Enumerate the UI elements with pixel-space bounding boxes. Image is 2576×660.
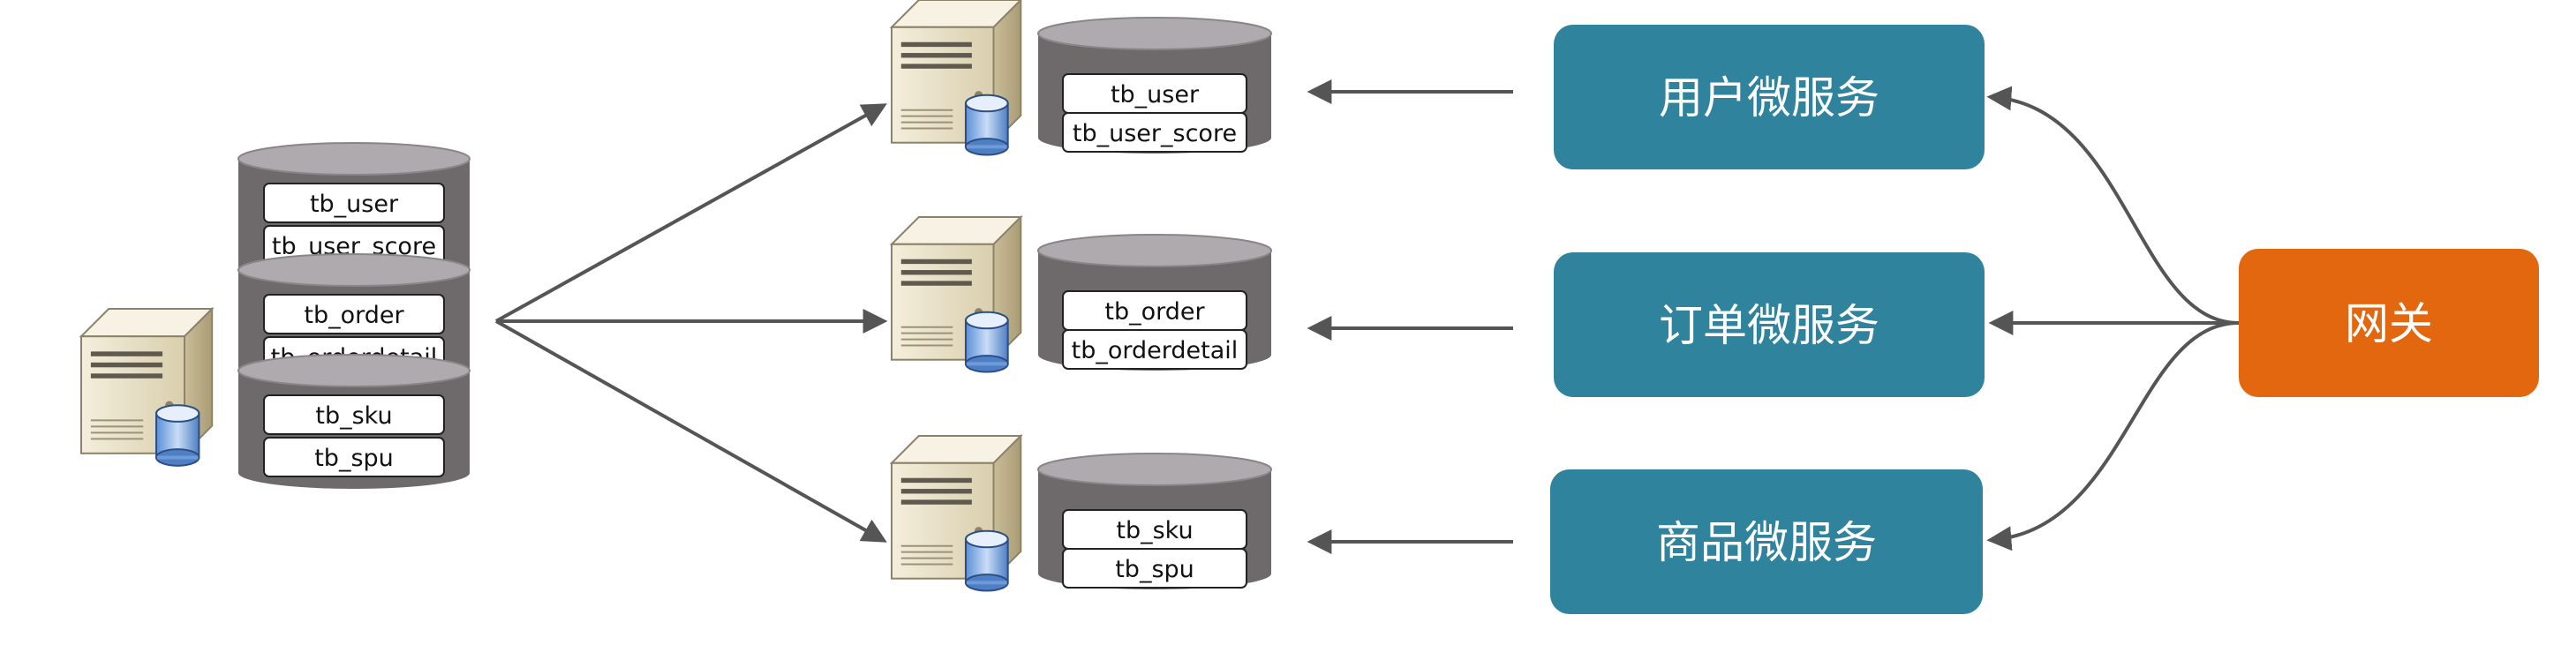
monolith-database: tb_usertb_user_scoretb_ordertb_orderdeta… (237, 142, 471, 489)
split-database: tb_order tb_orderdetail (1037, 234, 1272, 371)
split-database: tb_sku tb_spu (1037, 453, 1272, 589)
table-item: tb_order (1104, 298, 1205, 326)
product-database-group: tb_sku tb_spu (889, 433, 1272, 592)
arrow-to-product-db (495, 319, 887, 543)
server-with-database-icon (889, 214, 1023, 373)
service-label: 订单微服务 (1659, 300, 1879, 351)
arrow-gateway-to-user (1986, 86, 2240, 325)
arrow-gateway-to-product (1986, 321, 2240, 551)
split-database: tb_user tb_user_score (1037, 17, 1272, 154)
table-item: tb_orderdetail (1072, 337, 1239, 364)
service-label: 商品微服务 (1656, 517, 1877, 568)
table-item: tb_spu (1115, 556, 1194, 583)
table-item: tb_user_score (1073, 120, 1237, 147)
server-with-database-icon (889, 0, 1022, 156)
order-database-group: tb_order tb_orderdetail (889, 214, 1272, 373)
server-with-database-icon (889, 433, 1023, 592)
table-item: tb_order (304, 302, 404, 329)
service-box-product[interactable]: 商品微服务 (1550, 469, 1983, 614)
table-item: tb_user (1111, 81, 1200, 109)
arrow-to-user-db (495, 103, 887, 323)
table-item: tb_sku (315, 402, 392, 430)
table-item: tb_spu (314, 445, 394, 472)
gateway-box[interactable]: 网关 (2239, 249, 2539, 397)
service-box-order[interactable]: 订单微服务 (1554, 252, 1985, 397)
service-box-user[interactable]: 用户微服务 (1554, 25, 1985, 169)
table-item: tb_user (310, 191, 399, 218)
table-item: tb_sku (1116, 517, 1193, 544)
service-label: 用户微服务 (1659, 72, 1879, 124)
server-with-database-icon (79, 306, 215, 467)
user-database-group: tb_user tb_user_score (889, 0, 1272, 156)
gateway-label: 网关 (2345, 298, 2433, 349)
arrows-layer (495, 79, 2240, 554)
